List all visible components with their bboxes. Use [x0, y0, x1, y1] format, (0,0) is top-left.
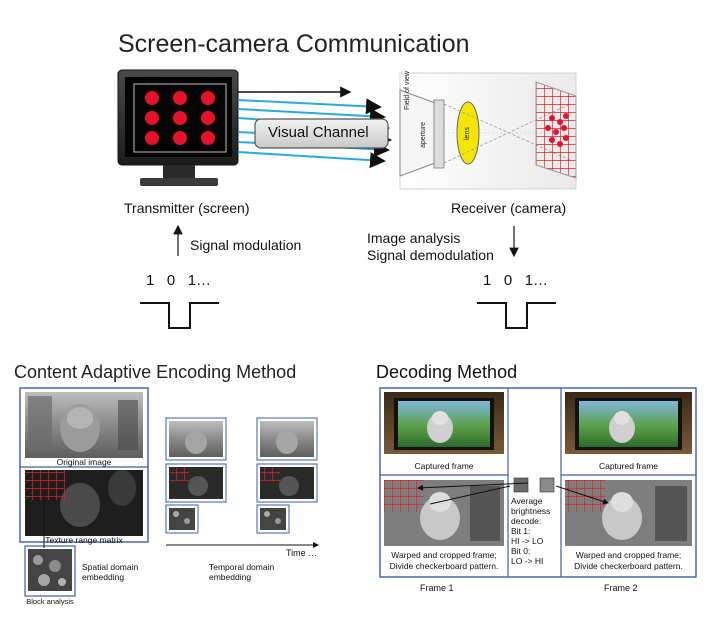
- square-wave-left: [140, 302, 219, 329]
- aperture-label: aperture: [420, 121, 427, 148]
- texture-range-matrix-label: Texture range matrix: [45, 535, 123, 545]
- temporal-line1: Temporal domain: [209, 562, 275, 572]
- warped-2-line1: Warped and cropped frame;: [575, 550, 682, 560]
- block-analysis-label: Block analysis: [26, 597, 74, 606]
- transmitter-label: Transmitter (screen): [124, 200, 250, 216]
- signal-demodulation-label: Signal demodulation: [367, 247, 494, 263]
- transmitter-monitor: [117, 69, 239, 186]
- main-title: Screen-camera Communication: [118, 30, 470, 58]
- captured-frame-1-label: Captured frame: [414, 461, 474, 471]
- decoding-panel: [379, 387, 697, 578]
- screen-dot: [201, 91, 215, 105]
- screen-dot: [145, 91, 159, 105]
- screen-dot: [145, 131, 159, 145]
- decoding-title: Decoding Method: [376, 362, 518, 382]
- sensor-dot: [561, 125, 567, 131]
- warped-2-line2: Divide checkerboard pattern.: [574, 561, 683, 571]
- warped-1-line2: Divide checkerboard pattern.: [389, 561, 499, 571]
- frame-2-label: Frame 2: [604, 583, 638, 593]
- original-image-label: Original image: [56, 457, 112, 467]
- encoding-panel: [19, 387, 149, 597]
- visual-channel-label: Visual Channel: [268, 124, 369, 141]
- image-analysis-label: Image analysis: [367, 230, 461, 246]
- sensor-dot: [563, 113, 569, 119]
- avg-line5: HI -> LO: [511, 536, 544, 546]
- receiver-label: Receiver (camera): [451, 200, 567, 216]
- avg-line6: Bit 0:: [511, 546, 531, 556]
- encoding-title: Content Adaptive Encoding Method: [14, 362, 297, 382]
- screen-dot: [201, 111, 215, 125]
- avg-line4: Bit 1:: [511, 526, 531, 536]
- sensor-dot: [545, 125, 551, 131]
- warped-1-line1: Warped and cropped frame;: [391, 550, 497, 560]
- spatial-line1: Spatial domain: [82, 562, 139, 572]
- sensor-dot: [557, 119, 563, 125]
- transmitter-dot-matrix: [145, 91, 215, 145]
- temporal-line2: embedding: [209, 572, 252, 582]
- screen-dot: [201, 131, 215, 145]
- bits-right: 1 0 1…: [483, 272, 549, 289]
- signal-modulation-label: Signal modulation: [190, 237, 302, 253]
- sensor-dot: [549, 137, 555, 143]
- screen-dot: [173, 131, 187, 145]
- avg-line1: Average: [511, 496, 543, 506]
- screen-dot: [173, 91, 187, 105]
- sensor-dot: [563, 135, 569, 141]
- bits-left: 1 0 1…: [146, 272, 212, 289]
- avg-line2: brightness: [511, 506, 551, 516]
- screen-dot: [145, 111, 159, 125]
- avg-line7: LO -> HI: [511, 556, 544, 566]
- avg-line3: decode:: [511, 516, 542, 526]
- time-label: Time …: [286, 548, 318, 558]
- sensor-dot: [549, 115, 555, 121]
- sensor-dot: [553, 129, 559, 135]
- temporal-frames: [165, 417, 319, 548]
- screen-dot: [173, 111, 187, 125]
- receiver-dot-matrix: [545, 113, 569, 147]
- field-of-view-label: Field of view: [404, 71, 411, 110]
- captured-frame-2-label: Captured frame: [598, 461, 659, 471]
- square-wave-right: [477, 302, 556, 329]
- frame-1-label: Frame 1: [420, 583, 454, 593]
- visual-channel-box: [254, 118, 389, 149]
- spatial-line2: embedding: [82, 572, 125, 582]
- lens-label: lens: [464, 127, 471, 140]
- sensor-dot: [557, 141, 563, 147]
